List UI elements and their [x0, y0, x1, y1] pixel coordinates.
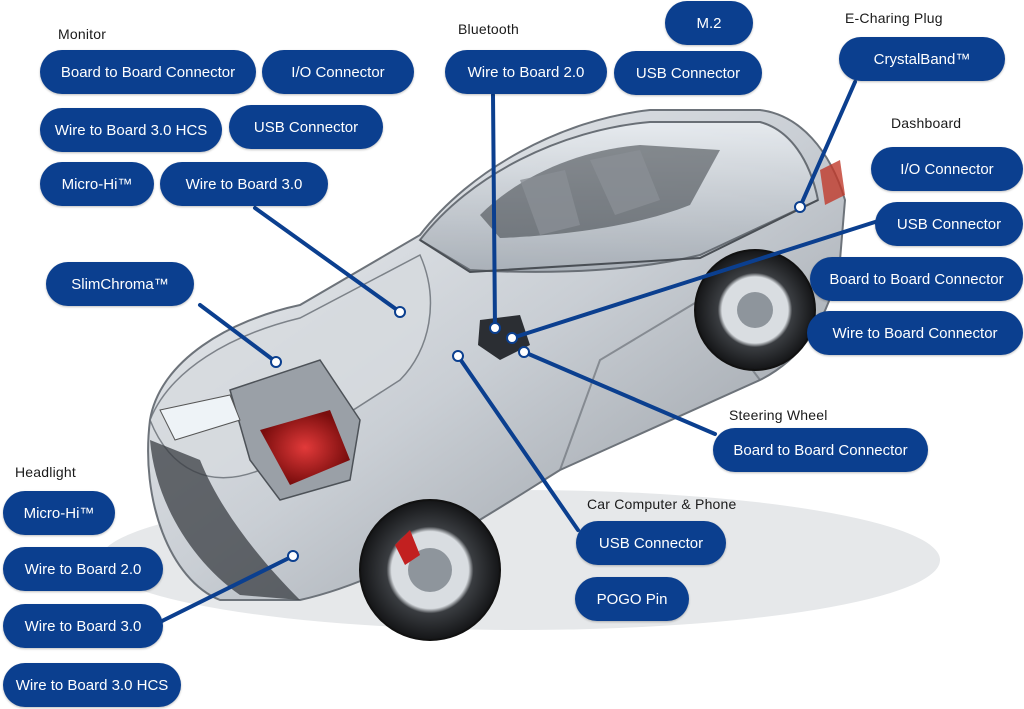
- dashboard-usb-connector[interactable]: USB Connector: [875, 202, 1023, 246]
- monitor-wire-to-board-3-hcs[interactable]: Wire to Board 3.0 HCS: [40, 108, 222, 152]
- headlight-micro-hi[interactable]: Micro-Hi™: [3, 491, 115, 535]
- monitor-micro-hi[interactable]: Micro-Hi™: [40, 162, 154, 206]
- car-headlight: [159, 394, 241, 441]
- car-computer-heading: Car Computer & Phone: [587, 496, 737, 512]
- car-rear-hub: [737, 292, 773, 328]
- steering-board-to-board-connector[interactable]: Board to Board Connector: [713, 428, 928, 472]
- headlight-heading: Headlight: [15, 464, 76, 480]
- m2-pill[interactable]: M.2: [665, 1, 753, 45]
- car-brake-caliper: [395, 530, 420, 565]
- monitor-wire-to-board-3[interactable]: Wire to Board 3.0: [160, 162, 328, 206]
- headlight-wire-to-board-3[interactable]: Wire to Board 3.0: [3, 604, 163, 648]
- dashboard-io-connector[interactable]: I/O Connector: [871, 147, 1023, 191]
- car-front-hub: [408, 548, 452, 592]
- car-engine-cover: [260, 410, 350, 485]
- car-computer-usb-connector[interactable]: USB Connector: [576, 521, 726, 565]
- monitor-board-to-board-connector[interactable]: Board to Board Connector: [40, 50, 256, 94]
- dashboard-wire-to-board-connector[interactable]: Wire to Board Connector: [807, 311, 1023, 355]
- top-usb-connector[interactable]: USB Connector: [614, 51, 762, 95]
- monitor-usb-connector[interactable]: USB Connector: [229, 105, 383, 149]
- bluetooth-wire-to-board-2[interactable]: Wire to Board 2.0: [445, 50, 607, 94]
- dashboard-heading: Dashboard: [891, 115, 962, 131]
- echarging-crystalband[interactable]: CrystalBand™: [839, 37, 1005, 81]
- monitor-heading: Monitor: [58, 26, 107, 42]
- slimchroma-pill[interactable]: SlimChroma™: [46, 262, 194, 306]
- echarging-heading: E-Charing Plug: [845, 10, 943, 26]
- steering-heading: Steering Wheel: [729, 407, 828, 423]
- dashboard-board-to-board-connector[interactable]: Board to Board Connector: [810, 257, 1023, 301]
- headlight-wire-to-board-2[interactable]: Wire to Board 2.0: [3, 547, 163, 591]
- monitor-io-connector[interactable]: I/O Connector: [262, 50, 414, 94]
- headlight-wire-to-board-3-hcs[interactable]: Wire to Board 3.0 HCS: [3, 663, 181, 707]
- car-seat: [520, 170, 580, 235]
- car-seat: [590, 150, 660, 215]
- car-computer-pogo-pin[interactable]: POGO Pin: [575, 577, 689, 621]
- bluetooth-heading: Bluetooth: [458, 21, 519, 37]
